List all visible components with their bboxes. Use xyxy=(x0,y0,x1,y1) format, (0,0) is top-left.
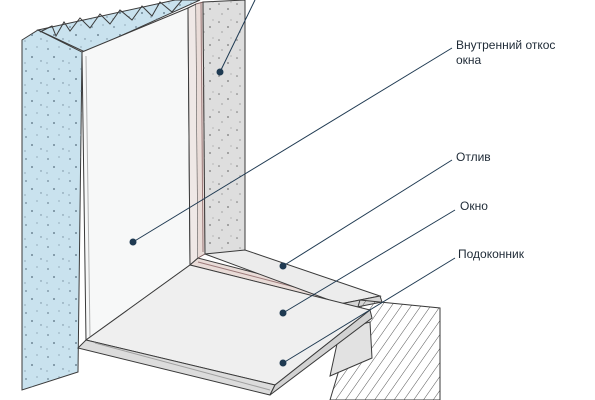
label-podokonnik: Подоконник xyxy=(458,247,524,261)
leader-slope xyxy=(132,47,453,243)
label-inner-slope: Внутренний откос окна xyxy=(456,38,555,68)
leader-otliv xyxy=(282,159,453,267)
leader-slope-dot xyxy=(129,238,137,246)
label-inner-slope-line1: Внутренний откос xyxy=(456,38,556,52)
leader-top xyxy=(219,0,256,73)
leader-otliv-dot xyxy=(279,262,287,270)
outer-wall xyxy=(202,0,246,255)
leader-okno xyxy=(282,209,456,314)
window-sill xyxy=(77,264,373,396)
label-otliv: Отлив xyxy=(456,150,491,164)
leader-top-dot xyxy=(216,68,224,76)
leader-okno-dot xyxy=(279,309,287,317)
label-okno: Окно xyxy=(460,199,488,213)
leader-lines xyxy=(129,0,456,367)
interior-wall xyxy=(21,0,201,391)
leader-podokonnik-dot xyxy=(279,359,287,367)
leader-podokonnik xyxy=(282,257,456,364)
label-inner-slope-line2: окна xyxy=(456,53,482,67)
